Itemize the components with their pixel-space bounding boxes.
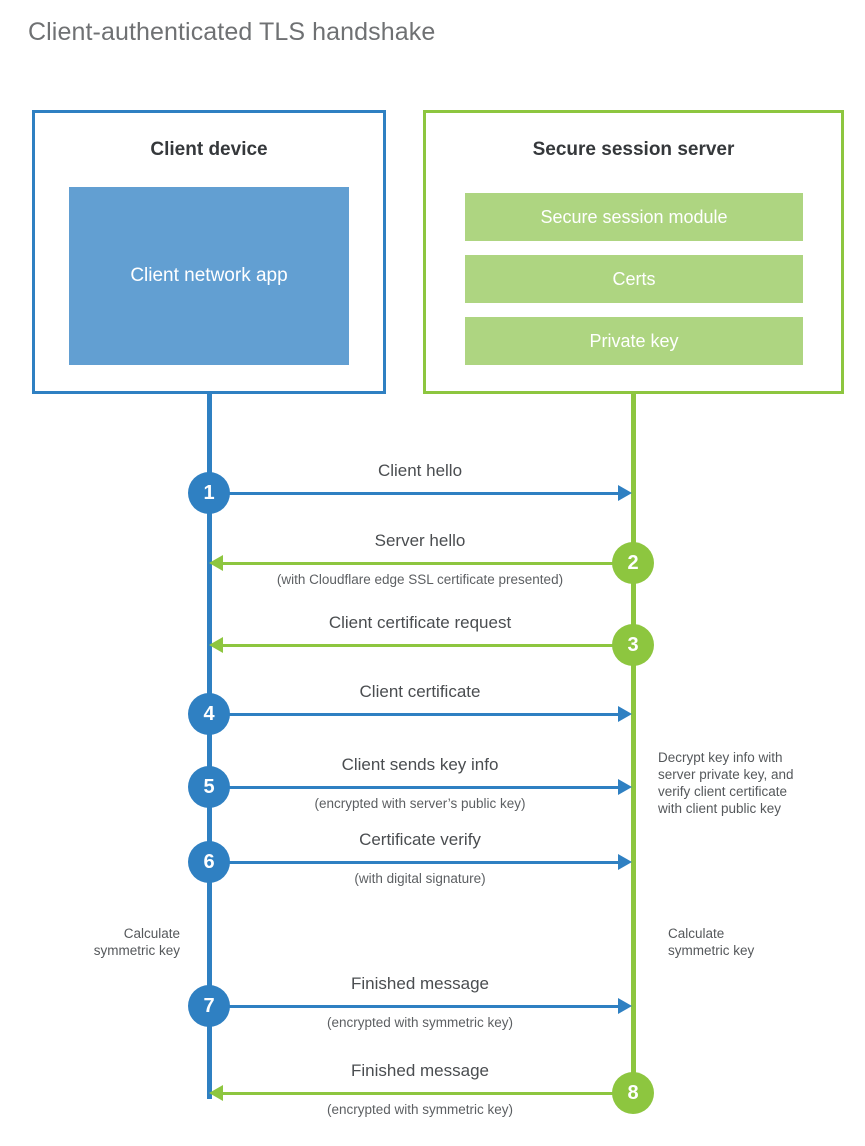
server-bar-secure-session-module: Secure session module bbox=[465, 193, 803, 241]
server-bar-certs: Certs bbox=[465, 255, 803, 303]
step-circle-7[interactable]: 7 bbox=[188, 985, 230, 1027]
step-circle-5[interactable]: 5 bbox=[188, 766, 230, 808]
secure-session-server-title: Secure session server bbox=[532, 139, 735, 160]
client-lifeline bbox=[207, 393, 212, 1099]
client-network-app-block: Client network app bbox=[69, 187, 349, 365]
message-sublabel-5: (encrypted with server’s public key) bbox=[314, 796, 526, 811]
step-circle-6[interactable]: 6 bbox=[188, 841, 230, 883]
message-label-7: Finished message bbox=[351, 974, 489, 993]
server-decrypt-note: Decrypt key info with server private key… bbox=[658, 750, 794, 816]
server-bar-private-key: Private key bbox=[465, 317, 803, 365]
step-circle-2[interactable]: 2 bbox=[612, 542, 654, 584]
secure-session-server-box: Secure session server Secure session mod… bbox=[423, 110, 844, 394]
arrow-line-5 bbox=[209, 786, 619, 789]
arrow-line-1 bbox=[209, 492, 619, 495]
step-circle-8[interactable]: 8 bbox=[612, 1072, 654, 1114]
arrow-line-4 bbox=[209, 713, 619, 716]
arrow-head-7 bbox=[618, 998, 632, 1014]
arrow-head-2 bbox=[209, 555, 223, 571]
message-label-4: Client certificate bbox=[359, 682, 481, 701]
client-device-title: Client device bbox=[150, 139, 268, 160]
arrow-head-1 bbox=[618, 485, 632, 501]
client-device-box: Client device Client network app bbox=[32, 110, 386, 394]
server-lifeline bbox=[631, 393, 636, 1093]
server-calculate-symmetric-key-note: Calculate symmetric key bbox=[668, 926, 755, 958]
arrow-head-5 bbox=[618, 779, 632, 795]
arrow-line-8 bbox=[223, 1092, 633, 1095]
arrow-head-4 bbox=[618, 706, 632, 722]
message-label-2: Server hello bbox=[374, 531, 466, 550]
message-label-1: Client hello bbox=[377, 461, 463, 480]
message-label-8: Finished message bbox=[351, 1061, 489, 1080]
message-sublabel-8: (encrypted with symmetric key) bbox=[326, 1102, 514, 1117]
message-label-6: Certificate verify bbox=[359, 830, 481, 849]
message-sublabel-6: (with digital signature) bbox=[354, 871, 486, 886]
arrow-line-2 bbox=[223, 562, 633, 565]
message-label-3: Client certificate request bbox=[328, 613, 512, 632]
arrow-head-6 bbox=[618, 854, 632, 870]
message-sublabel-2: (with Cloudflare edge SSL certificate pr… bbox=[276, 572, 564, 587]
page-title: Client-authenticated TLS handshake bbox=[28, 18, 436, 46]
step-circle-1[interactable]: 1 bbox=[188, 472, 230, 514]
arrow-head-3 bbox=[209, 637, 223, 653]
client-calculate-symmetric-key-note: Calculate symmetric key bbox=[93, 926, 180, 958]
step-circle-3[interactable]: 3 bbox=[612, 624, 654, 666]
arrow-line-3 bbox=[223, 644, 633, 647]
arrow-line-6 bbox=[209, 861, 619, 864]
message-sublabel-7: (encrypted with symmetric key) bbox=[326, 1015, 514, 1030]
message-label-5: Client sends key info bbox=[341, 755, 499, 774]
arrow-head-8 bbox=[209, 1085, 223, 1101]
step-circle-4[interactable]: 4 bbox=[188, 693, 230, 735]
arrow-line-7 bbox=[209, 1005, 619, 1008]
